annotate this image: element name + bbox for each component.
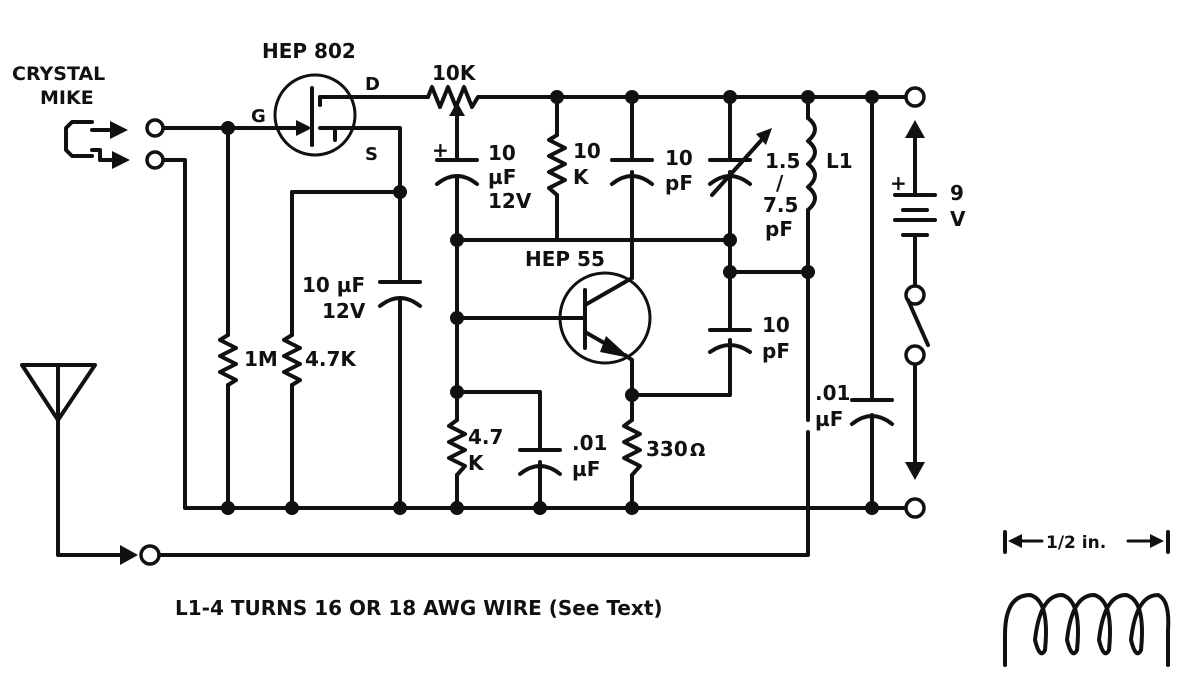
mic-label-line2: MIKE <box>40 87 94 109</box>
c01-b-line1: .01 <box>815 381 850 405</box>
trimmer-label-line2: / <box>776 171 784 195</box>
ohm-symbol: Ω <box>690 440 705 461</box>
junction-dots <box>221 90 879 515</box>
trimmer-label-line1: 1.5 <box>765 149 800 173</box>
fet-drain-label: D <box>365 74 380 95</box>
trimmer-cap-symbol <box>708 128 772 197</box>
supply-terminal-bottom <box>904 497 926 519</box>
c01-a-line1: .01 <box>572 431 607 455</box>
c1-plus: + <box>432 138 449 162</box>
res-4-7k-base <box>447 418 467 477</box>
coil-note: L1-4 TURNS 16 OR 18 AWG WIRE (See Text) <box>175 596 663 620</box>
terminals <box>139 86 926 566</box>
supply-terminal-top <box>904 86 926 108</box>
mic-terminal-1 <box>145 118 165 138</box>
r47k-b-line2: K <box>468 451 485 475</box>
c10pf-b-line2: pF <box>762 339 790 363</box>
r10k-label-line1: 10 <box>573 139 601 163</box>
fet-symbol <box>273 73 357 157</box>
trimmer-label-line4: pF <box>765 217 793 241</box>
trimmer-label-line3: 7.5 <box>763 193 798 217</box>
fet-gate-label: G <box>251 106 266 127</box>
mic-label-line1: CRYSTAL <box>12 63 105 85</box>
cap-10uf-coupling <box>435 158 479 186</box>
res-10k-base <box>547 133 567 197</box>
r1m-label: 1M <box>244 347 278 371</box>
cap-01uf-supply <box>850 398 894 426</box>
hep55-label: HEP 55 <box>525 247 605 271</box>
antenna-icon <box>20 363 138 565</box>
coil-detail-drawing <box>1003 530 1171 667</box>
battery-symbol <box>893 120 937 287</box>
transistor-hep55-symbol <box>558 271 652 365</box>
c10uf-b-line1: 10 µF <box>302 273 365 297</box>
battery-voltage-line1: 9 <box>950 181 964 205</box>
cap-10pf-feedback <box>708 328 752 354</box>
c01-b-line2: µF <box>815 407 843 431</box>
res-330 <box>622 418 642 477</box>
mic-terminal-2 <box>145 150 165 170</box>
r47k-a-label: 4.7K <box>305 347 357 371</box>
fet-label: HEP 802 <box>262 39 356 63</box>
r10k-label-line2: K <box>573 165 590 189</box>
pot-label: 10K <box>432 61 477 85</box>
c1-value-line2: µF <box>488 165 516 189</box>
coil-dimension-label: 1/2 in. <box>1046 533 1106 553</box>
cap-10pf-collector <box>610 158 654 186</box>
fet-source-label: S <box>365 144 378 165</box>
pot-10k-symbol <box>426 85 484 132</box>
res-4-7k-source <box>282 333 302 387</box>
switch-symbol <box>904 284 930 480</box>
antenna-terminal <box>139 544 161 566</box>
c1-value-line1: 10 <box>488 141 516 165</box>
cap-10uf-source <box>378 280 422 308</box>
r330-label: 330 <box>646 437 688 461</box>
cap-01uf-bypass <box>518 448 562 476</box>
battery-plus: + <box>890 171 907 195</box>
c10pf-a-line2: pF <box>665 171 693 195</box>
c10pf-a-line1: 10 <box>665 146 693 170</box>
r47k-b-line1: 4.7 <box>468 425 503 449</box>
c01-a-line2: µF <box>572 457 600 481</box>
crystal-mike-icon <box>64 120 130 169</box>
c1-value-line3: 12V <box>488 189 532 213</box>
inductor-l1 <box>806 116 817 212</box>
l1-label: L1 <box>826 149 853 173</box>
c10pf-b-line1: 10 <box>762 313 790 337</box>
battery-voltage-line2: V <box>950 207 966 231</box>
c10uf-b-line2: 12V <box>322 299 366 323</box>
res-1m <box>218 333 238 387</box>
